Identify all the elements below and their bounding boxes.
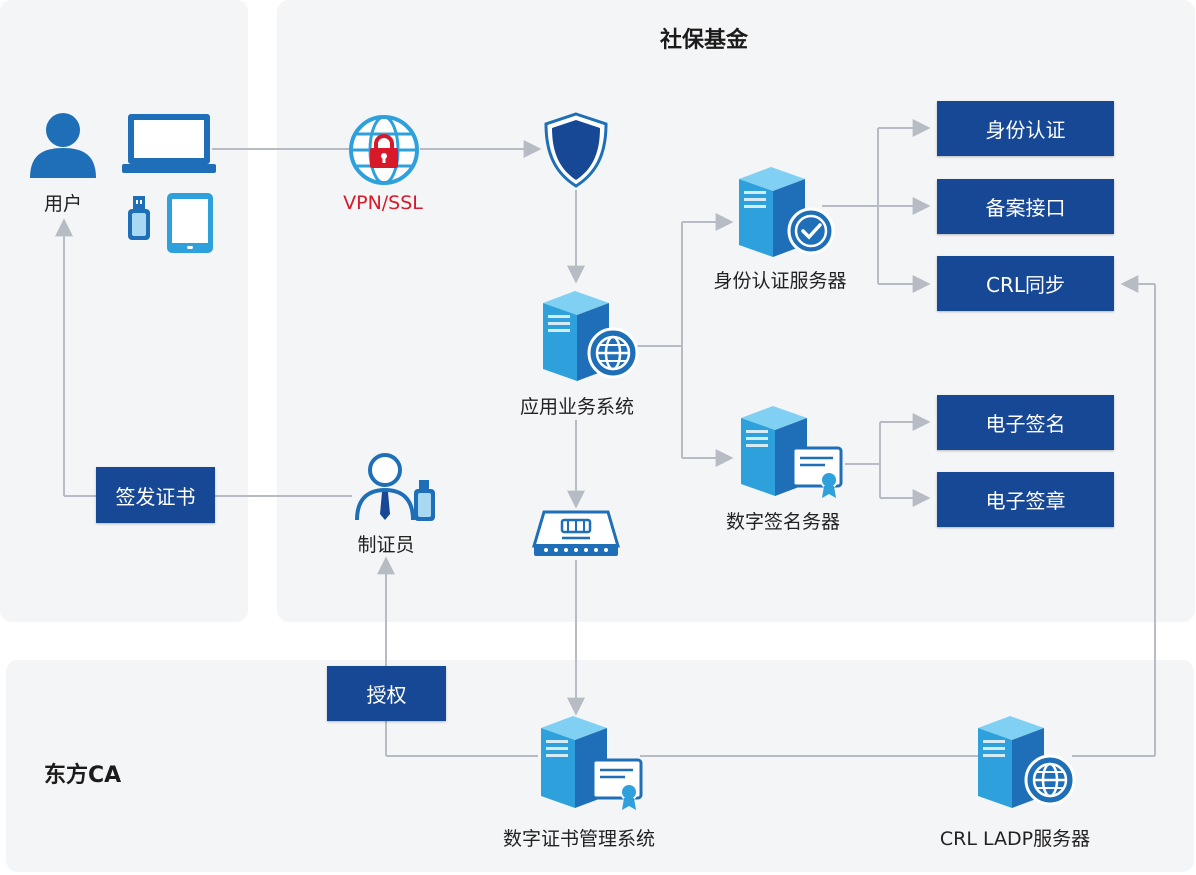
vpn-globe-lock-icon [349,115,419,185]
e-seal-box: 电子签章 [937,472,1114,527]
operator-label: 制证员 [357,534,415,556]
filing-api-box: 备案接口 [937,179,1114,234]
crl-ldap-server-globe-icon [978,716,1076,808]
crl-ldap-server-label: CRL LADP服务器 [939,828,1091,850]
authorize-box: 授权 [327,666,446,721]
identity-auth-box: 身份认证 [937,101,1114,156]
crl-sync-box: CRL同步 [937,256,1114,311]
app-server-globe-icon [543,291,639,381]
user-icon [30,113,96,178]
laptop-icon [122,114,216,173]
fund-panel-title: 社保基金 [660,28,749,53]
shield-icon [544,112,608,188]
app-system-label: 应用业务系统 [519,396,635,418]
auth-server-check-icon [739,167,835,257]
sign-server-cert-icon [741,406,843,498]
auth-server-label: 身份认证服务器 [713,270,847,292]
ca-panel-title: 东方CA [44,763,122,788]
e-sign-box: 电子签名 [937,395,1114,450]
operator-icon [355,453,435,521]
cert-mgmt-label: 数字证书管理系统 [502,828,656,850]
user-label: 用户 [43,193,83,215]
usb-key-icon [128,196,150,240]
vpn-label: VPN/SSL [343,192,423,214]
tablet-icon [167,193,213,253]
issue-cert-box: 签发证书 [96,467,215,523]
switch-icon [532,510,620,556]
sign-server-label: 数字签名务器 [725,511,841,533]
cert-mgmt-server-icon [541,716,643,810]
